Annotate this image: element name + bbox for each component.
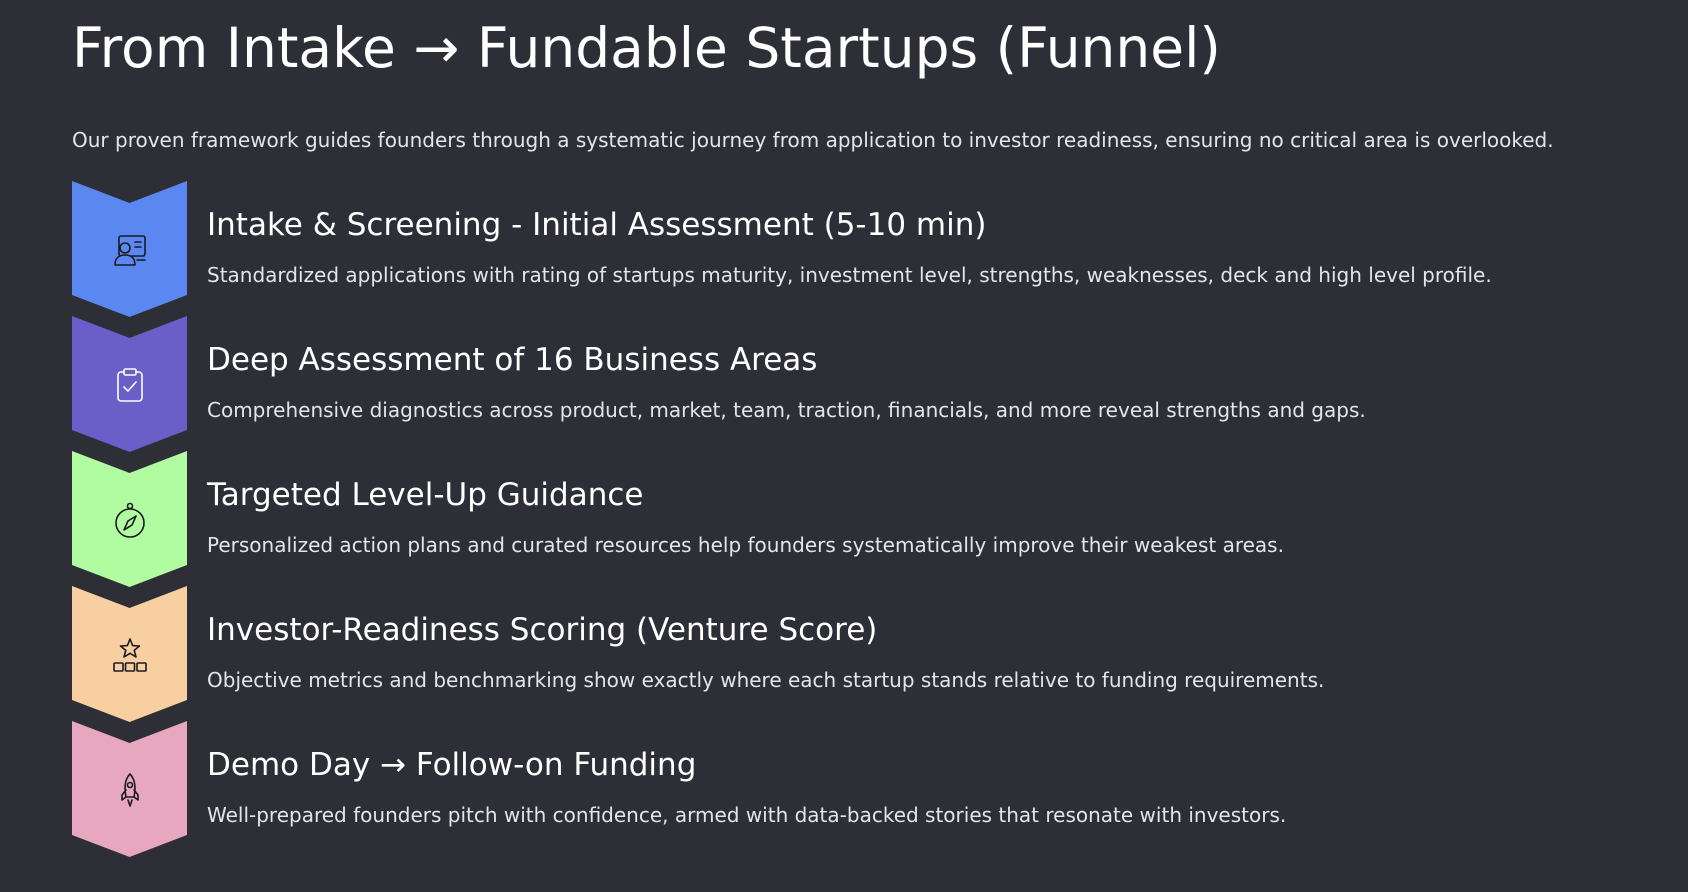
- funnel-steps: Intake & Screening - Initial Assessment …: [72, 181, 1632, 857]
- step-description: Standardized applications with rating of…: [207, 263, 1492, 287]
- page-subtitle: Our proven framework guides founders thr…: [72, 128, 1554, 152]
- step-chevron: [72, 316, 187, 452]
- compass-icon: [111, 501, 149, 539]
- step-description: Objective metrics and benchmarking show …: [207, 668, 1325, 692]
- funnel-step-venture-score: Investor-Readiness Scoring (Venture Scor…: [72, 586, 1632, 722]
- funnel-step-deep-assessment: Deep Assessment of 16 Business Areas Com…: [72, 316, 1632, 452]
- step-chevron: [72, 721, 187, 857]
- step-title: Investor-Readiness Scoring (Venture Scor…: [207, 612, 878, 648]
- step-chevron: [72, 451, 187, 587]
- rocket-icon: [111, 771, 149, 809]
- funnel-step-level-up: Targeted Level-Up Guidance Personalized …: [72, 451, 1632, 587]
- step-title: Targeted Level-Up Guidance: [207, 477, 644, 513]
- step-title: Demo Day → Follow-on Funding: [207, 747, 697, 783]
- star-rating-icon: [111, 636, 149, 674]
- clipboard-check-icon: [111, 366, 149, 404]
- step-title: Intake & Screening - Initial Assessment …: [207, 207, 987, 243]
- page-title: From Intake → Fundable Startups (Funnel): [72, 16, 1221, 80]
- step-description: Well-prepared founders pitch with confid…: [207, 803, 1287, 827]
- chevron-shape: [72, 721, 187, 857]
- step-description: Comprehensive diagnostics across product…: [207, 398, 1366, 422]
- funnel-step-demo-day: Demo Day → Follow-on Funding Well-prepar…: [72, 721, 1632, 857]
- id-card-icon: [111, 231, 149, 269]
- step-description: Personalized action plans and curated re…: [207, 533, 1284, 557]
- step-title: Deep Assessment of 16 Business Areas: [207, 342, 818, 378]
- chevron-shape: [72, 451, 187, 587]
- funnel-step-intake: Intake & Screening - Initial Assessment …: [72, 181, 1632, 317]
- chevron-shape: [72, 316, 187, 452]
